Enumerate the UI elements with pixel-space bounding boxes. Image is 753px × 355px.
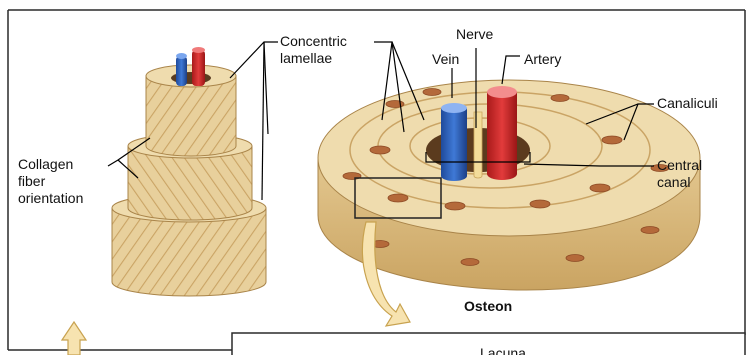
central-canal-label: Central canal xyxy=(657,157,702,191)
concentric-label-line1: Concentric xyxy=(280,33,347,50)
nerve-label: Nerve xyxy=(456,26,493,43)
vein-label: Vein xyxy=(432,51,459,68)
central-canal-line1: Central xyxy=(657,157,702,174)
artery-label: Artery xyxy=(524,51,561,68)
concentric-label-line2: lamellae xyxy=(280,50,347,67)
collagen-label-line2: fiber xyxy=(18,173,83,190)
central-canal-line2: canal xyxy=(657,174,702,191)
lacuna-label: Lacuna xyxy=(480,345,526,355)
concentric-lamellae-label: Concentric lamellae xyxy=(280,33,347,67)
collagen-fiber-orientation-label: Collagen fiber orientation xyxy=(18,156,83,207)
collagen-label-line1: Collagen xyxy=(18,156,83,173)
osteon-label: Osteon xyxy=(464,298,512,315)
collagen-label-line3: orientation xyxy=(18,190,83,207)
canaliculi-label: Canaliculi xyxy=(657,95,718,112)
lamellae-stack-illustration xyxy=(112,47,266,296)
